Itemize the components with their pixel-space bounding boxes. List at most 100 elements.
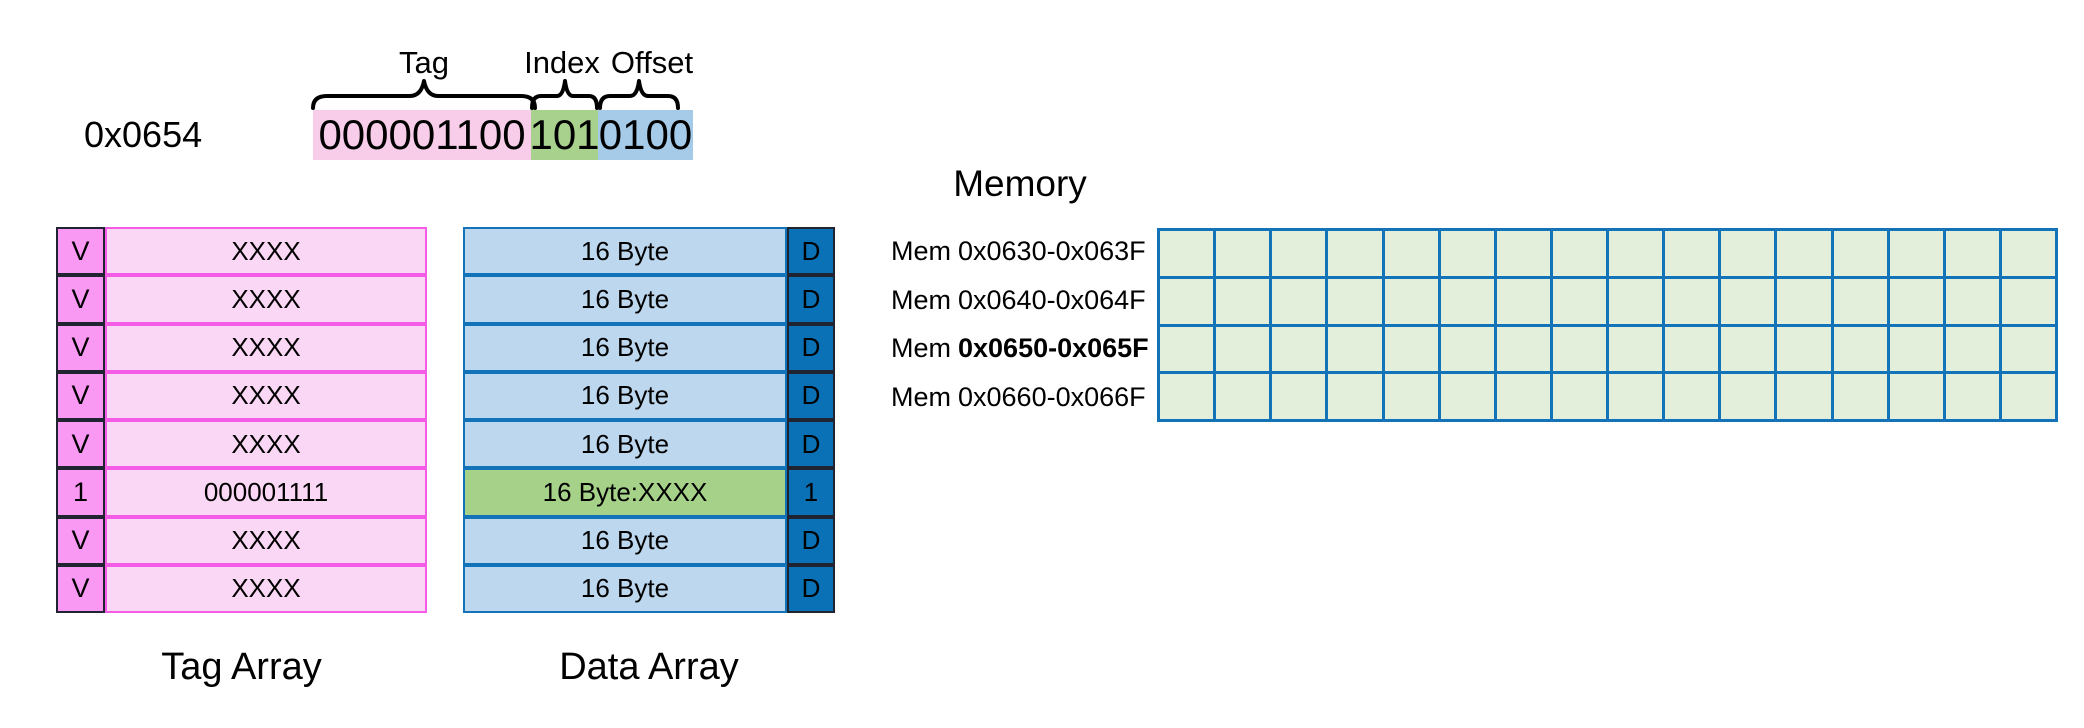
memory-cell [1328,326,1382,372]
memory-cell [1665,374,1719,419]
memory-cell [1721,374,1775,419]
offset-bits-segment: 0100 [598,110,693,160]
valid-bit-cell: V [56,516,105,565]
memory-row-prefix: Mem [891,236,951,266]
memory-cell [1272,231,1326,276]
memory-cell [1328,231,1382,276]
dirty-bit-cell: D [787,323,835,372]
memory-cell [1384,231,1438,276]
memory-row-label: Mem 0x0640-0x064F [891,276,1146,325]
index-brace-icon [530,79,599,110]
data-value-cell: 16 Byte [463,323,787,372]
data-value-cell: 16 Byte [463,516,787,565]
memory-row-range: 0x0650-0x065F [958,333,1149,363]
memory-cell [2001,278,2055,324]
tag-value-cell: XXXX [105,323,427,372]
memory-cell [1552,231,1606,276]
memory-cell [1328,374,1382,419]
memory-cell [1160,326,1214,372]
memory-cell [1216,326,1270,372]
memory-cell [1272,278,1326,324]
tag-field-label: Tag [399,45,449,80]
memory-cell [1496,231,1550,276]
memory-cell [1328,278,1382,324]
address-hex-label: 0x0654 [84,114,203,155]
memory-cell [1833,231,1887,276]
memory-cell [1609,231,1663,276]
memory-row-range: 0x0660-0x066F [958,382,1146,412]
memory-row-range: 0x0630-0x063F [958,236,1146,266]
tag-value-cell: XXXX [105,275,427,324]
index-field-label: Index [524,45,600,80]
memory-row-label: Mem 0x0650-0x065F [891,324,1149,373]
data-array-caption: Data Array [559,646,739,688]
memory-cell [1272,374,1326,419]
memory-cell [1833,326,1887,372]
data-value-cell: 16 Byte [463,420,787,469]
memory-cell [1833,278,1887,324]
memory-cell [1496,374,1550,419]
data-value-cell: 16 Byte [463,227,787,276]
memory-cell [1777,374,1831,419]
dirty-bit-cell: D [787,275,835,324]
data-value-cell: 16 Byte [463,564,787,613]
memory-cell [1384,326,1438,372]
data-value-cell: 16 Byte [463,275,787,324]
memory-cell [1833,374,1887,419]
dirty-bit-cell: D [787,564,835,613]
valid-bit-cell: V [56,275,105,324]
data-value-cell: 16 Byte [463,371,787,420]
memory-cell [1889,278,1943,324]
memory-cell [1552,326,1606,372]
memory-cell [1440,326,1494,372]
memory-cell [2001,326,2055,372]
memory-cell [1609,278,1663,324]
valid-bit-cell: V [56,227,105,276]
memory-cell [1889,374,1943,419]
tag-array-caption: Tag Array [161,646,322,688]
memory-cell [2001,374,2055,419]
memory-cell [1721,326,1775,372]
tag-value-cell: XXXX [105,516,427,565]
memory-cell [1384,278,1438,324]
dirty-bit-cell: D [787,420,835,469]
memory-cell [1440,374,1494,419]
memory-cell [1721,231,1775,276]
tag-brace-icon [311,79,537,110]
memory-cell [1216,231,1270,276]
memory-cell [1945,326,1999,372]
valid-bit-cell: V [56,564,105,613]
dirty-bit-cell: D [787,227,835,276]
memory-cell [1945,374,1999,419]
data-value-cell: 16 Byte:XXXX [463,468,787,517]
memory-row-label: Mem 0x0630-0x063F [891,227,1146,276]
tag-value-cell: XXXX [105,420,427,469]
memory-row-label: Mem 0x0660-0x066F [891,373,1146,422]
memory-cell [1665,278,1719,324]
dirty-bit-cell: D [787,516,835,565]
memory-row-prefix: Mem [891,285,951,315]
offset-field-label: Offset [610,45,694,80]
memory-cell [1216,374,1270,419]
memory-cell [1777,326,1831,372]
memory-cell [1496,326,1550,372]
memory-cell [1889,231,1943,276]
tag-bits-segment: 000001100 [313,110,531,160]
valid-bit-cell: V [56,371,105,420]
valid-bit-cell: 1 [56,468,105,517]
address-bit-fields: 000001100 101 0100 [313,110,693,160]
memory-row-range: 0x0640-0x064F [958,285,1146,315]
memory-cell [1160,231,1214,276]
memory-cell [1889,326,1943,372]
memory-cell [1216,278,1270,324]
memory-cell [1609,326,1663,372]
tag-value-cell: XXXX [105,371,427,420]
dirty-bit-cell: 1 [787,468,835,517]
memory-cell [1609,374,1663,419]
index-bits-segment: 101 [529,110,600,160]
valid-bit-cell: V [56,420,105,469]
memory-cell [1552,374,1606,419]
memory-cell [1777,278,1831,324]
dirty-bit-cell: D [787,371,835,420]
